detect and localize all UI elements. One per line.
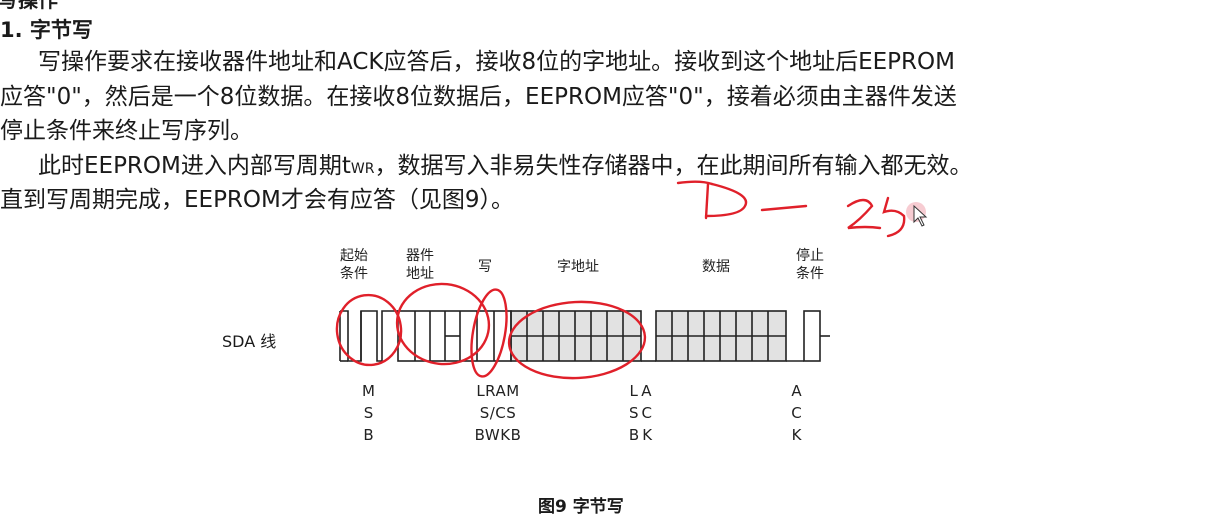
circle-start [335,293,403,367]
label-data: 数据 [702,259,730,275]
msb-label: M S B [358,380,382,446]
lsb-ack-label-1: LA [629,382,655,400]
paragraph2-line2: 直到写周期完成，EEPROM才会有应答（见图9）。 [0,187,514,213]
heading-top: 写操作 [0,0,58,12]
label-stop-line1: 停止 [796,248,824,264]
paragraph1-line2: 应答"0"，然后是一个8位数据。在接收8位数据后，EEPROM应答"0"，接着必… [0,84,957,110]
circle-word-address [507,300,647,380]
paragraph1-line3: 停止条件来终止写序列。 [0,118,253,144]
label-word-address: 字地址 [557,259,599,275]
ack-label-2: C [791,404,805,422]
paragraph2-line1: 此时EEPROM进入内部写周期tWR，数据写入非易失性存储器中，在此期间所有输入… [38,149,972,186]
section-title: 1. 字节写 [0,18,93,42]
paragraph1-line1: 写操作要求在接收器件地址和ACK应答后，接收8位的字地址。接收到这个地址后EEP… [38,49,955,75]
rw-label-2: S/CS [479,404,517,422]
label-start: 起始 条件 [334,247,374,283]
msb-label-2: S [363,404,377,422]
label-device-address: 器件 地址 [400,247,440,283]
label-write: 写 [478,259,492,275]
lsb-ack-label-3: BK [628,426,656,444]
red-annotations [335,180,906,380]
circle-write-bit [470,288,508,378]
paragraph2-line1-a: 此时EEPROM进入内部写周期t [38,153,351,179]
rw-label-3: BWKB [474,426,522,444]
twr-subscript: WR [350,161,375,177]
lsb-ack-label: LA SC BK [620,380,664,446]
rw-label-1: LRAM [476,382,520,400]
ack-label-3: K [791,426,805,444]
msb-label-3: B [363,426,377,444]
lsb-ack-label-2: SC [629,404,655,422]
label-stop-line2: 条件 [796,266,824,282]
msb-label-1: M [362,382,378,400]
label-start-line1: 起始 [340,248,368,264]
mouse-cursor-icon [913,204,928,227]
label-device-line2: 地址 [406,266,434,282]
ack-label-1: A [791,382,805,400]
ack-label: A C K [786,380,810,446]
label-stop: 停止 条件 [790,247,830,283]
circle-device-address [395,282,491,366]
paragraph2-line1-b: ，数据写入非易失性存储器中，在此期间所有输入都无效。 [374,153,973,179]
sda-line-label: SDA 线 [222,332,277,351]
label-start-line2: 条件 [340,266,368,282]
figure-caption: 图9 字节写 [538,497,624,517]
rw-ack-label: LRAM S/CS BWKB [458,380,538,446]
label-device-line1: 器件 [406,248,434,264]
